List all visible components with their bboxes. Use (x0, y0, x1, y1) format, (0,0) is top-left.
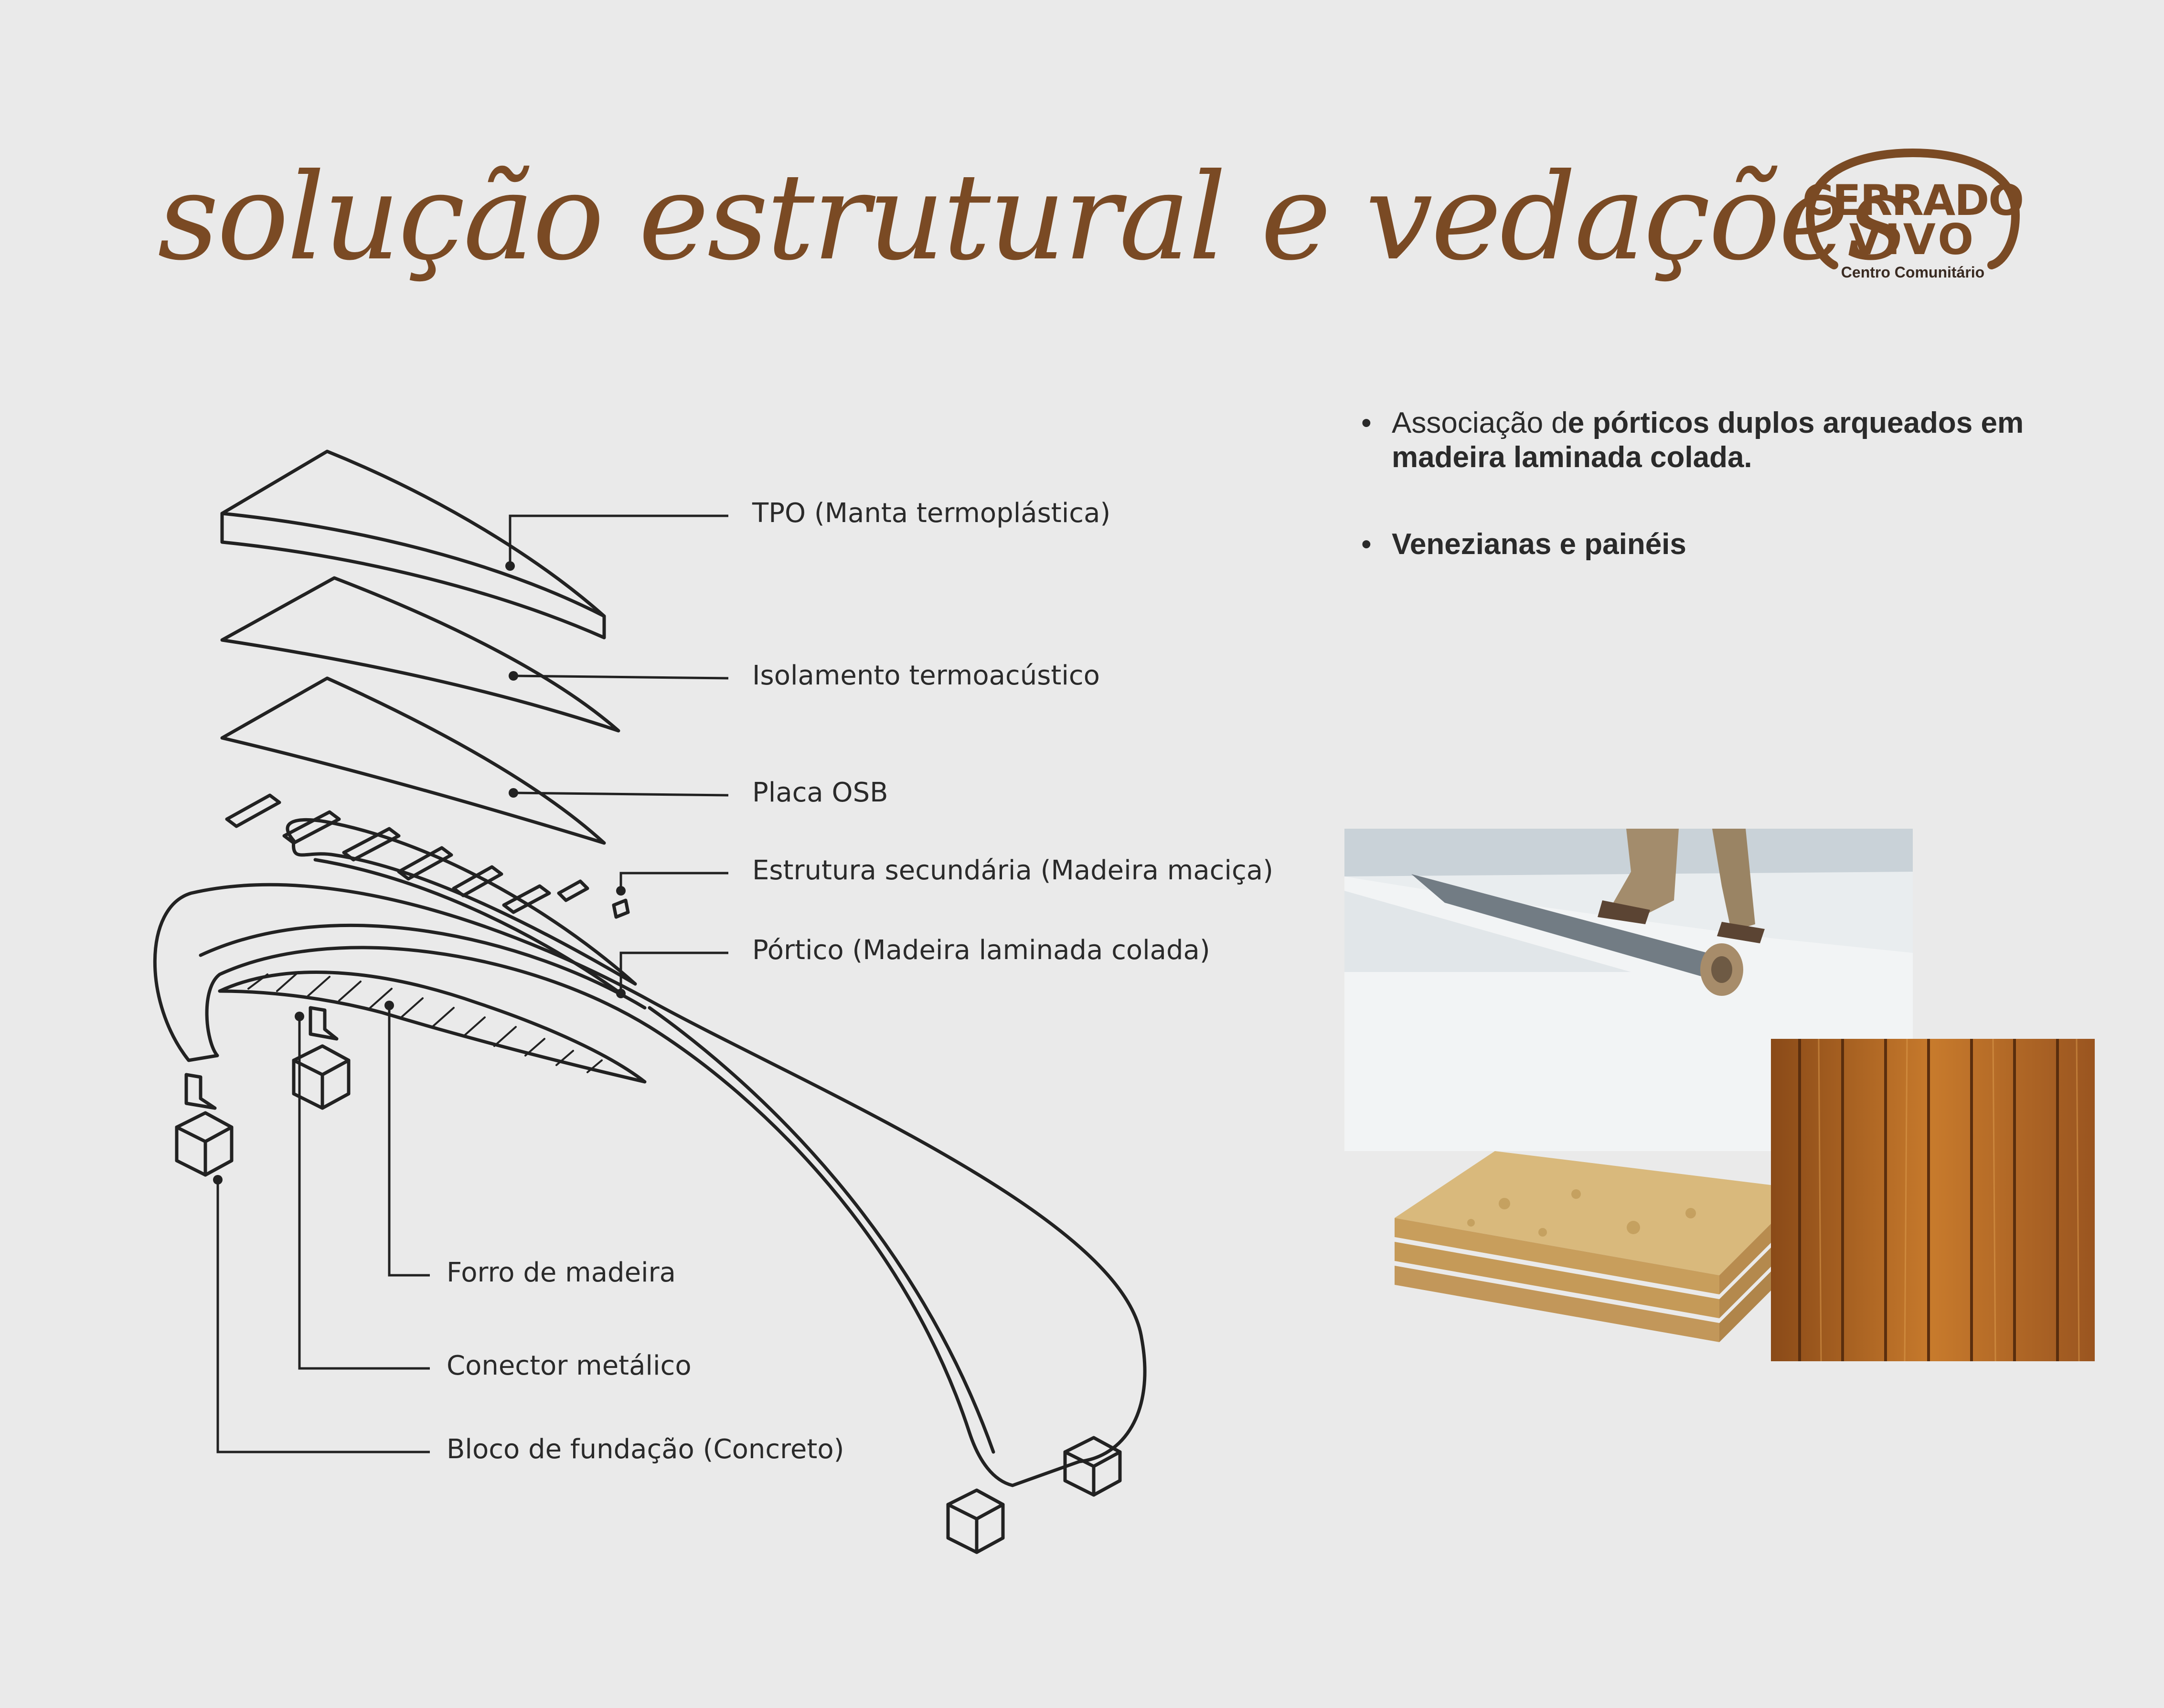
osb-boards-photo (1395, 1151, 1805, 1342)
bullet-text-bold: Venezianas e painéis (1392, 528, 1686, 561)
logo-subtitle: Centro Comunitário (1841, 264, 1985, 281)
connector-left (184, 1073, 217, 1110)
label-bloco: Bloco de fundação (Concreto) (447, 1434, 844, 1465)
bullet-item: Venezianas e painéis (1361, 527, 2054, 562)
label-isolamento: Isolamento termoacústico (752, 660, 1100, 691)
wood-panel-photo (1771, 1039, 2095, 1361)
foundation-block-base1 (946, 1488, 1005, 1554)
secondary-battens (225, 793, 630, 919)
osb-layer (220, 676, 606, 845)
label-portico: Pórtico (Madeira laminada colada) (752, 935, 1210, 966)
svg-text:CERRADO: CERRADO (1802, 176, 2023, 225)
portico-front (153, 883, 1147, 1487)
forro-layer (218, 970, 647, 1084)
foundation-block-right (292, 1044, 351, 1110)
isolamento-layer (220, 576, 620, 733)
label-osb: Placa OSB (752, 777, 888, 808)
svg-text:VIVO: VIVO (1849, 215, 1976, 264)
cerrado-vivo-logo: CERRADO VIVO (1802, 148, 2024, 269)
portico-back (286, 818, 637, 986)
tpo-layer (220, 449, 606, 640)
bullet-list: Associação de pórticos duplos arqueados … (1361, 406, 2054, 562)
foundation-block-left (175, 1111, 234, 1177)
label-conector: Conector metálico (447, 1350, 692, 1381)
label-forro: Forro de madeira (447, 1257, 676, 1288)
connector-right (309, 1006, 339, 1041)
bullet-text-normal: Associação d (1392, 406, 1568, 439)
foundation-block-base2 (1063, 1436, 1122, 1497)
bullet-text-bold: e pórticos duplos arqueados em madeira l… (1392, 406, 2024, 474)
bullet-item: Associação de pórticos duplos arqueados … (1361, 406, 2054, 475)
tpo-membrane-photo (1344, 829, 1913, 1151)
label-secundaria: Estrutura secundária (Madeira maciça) (752, 855, 1273, 886)
page-title: solução estrutural e vedações (158, 148, 1908, 287)
label-tpo: TPO (Manta termoplástica) (752, 498, 1110, 529)
